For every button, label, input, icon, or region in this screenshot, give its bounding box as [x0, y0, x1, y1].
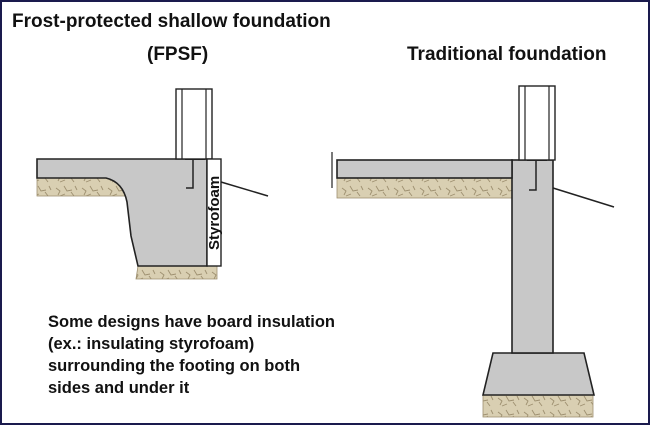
fpsf-insulation-board: [206, 158, 222, 267]
fpsf-slab: [36, 158, 208, 267]
trad-slab: [336, 159, 513, 179]
trad-slab-gravel: [336, 177, 513, 199]
trad-footing-gravel: [482, 394, 594, 418]
fpsf-anchor-bolt: [186, 154, 194, 189]
trad-anchor-bolt: [529, 155, 537, 191]
fpsf-grade-line: [220, 181, 269, 197]
note-line: (ex.: insulating styrofoam): [48, 335, 255, 353]
traditional-title: Traditional foundation: [407, 44, 607, 65]
note-line: sides and under it: [48, 379, 190, 397]
insulation-note: Some designs have board insulation (ex.:…: [48, 311, 348, 399]
fpsf-insulation-label: Styrofoam: [206, 176, 223, 250]
note-line: Some designs have board insulation: [48, 313, 335, 331]
fpsf-title: Frost-protected shallow foundation: [12, 11, 331, 32]
trad-footing: [481, 352, 596, 396]
fpsf-foundation: Styrofoam: [36, 88, 269, 280]
traditional-foundation: [331, 85, 615, 418]
trad-stem-wall: [511, 159, 554, 354]
fpsf-subtitle: (FPSF): [147, 44, 209, 65]
note-line: surrounding the footing on both: [48, 357, 301, 375]
trad-grade-line: [552, 187, 615, 208]
